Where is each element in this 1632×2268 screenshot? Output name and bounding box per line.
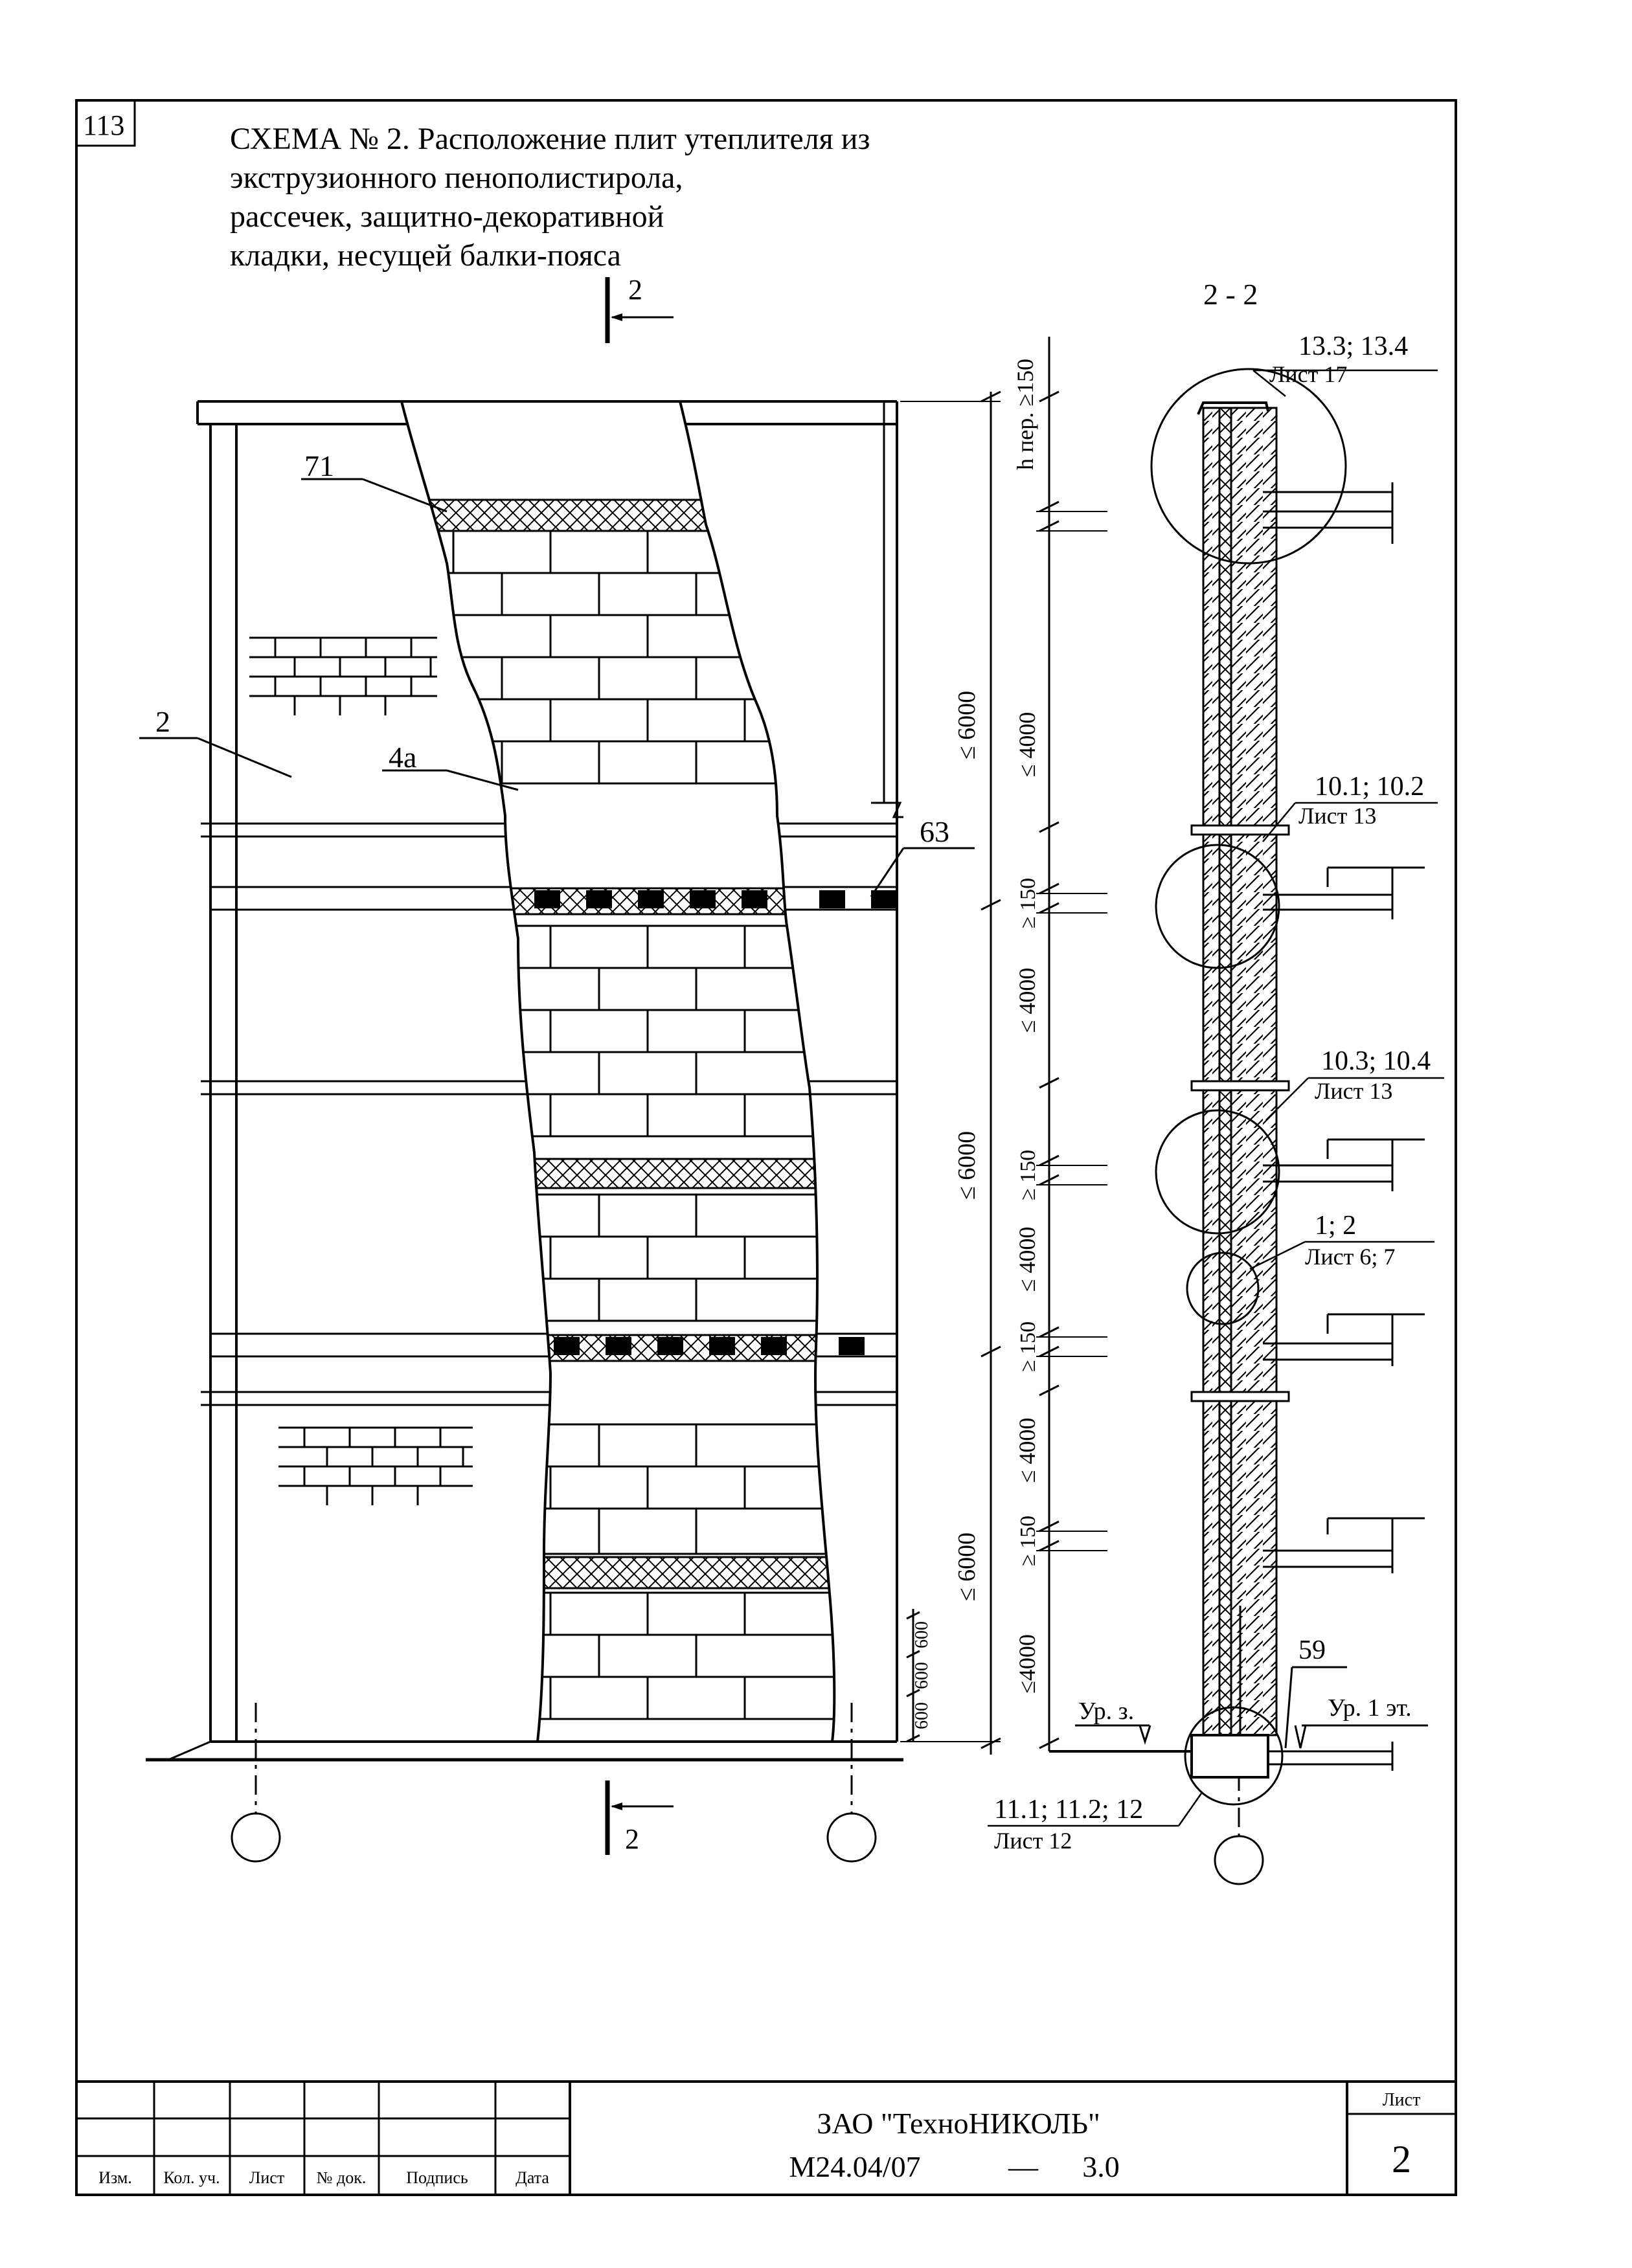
label-masonry: 4а (389, 741, 416, 774)
title-line-1: СХЕМА № 2. Расположение плит утеплителя … (230, 122, 870, 156)
dim-le4000-1: ≤ 4000 (1014, 712, 1040, 778)
stamp-col-date: Дата (516, 2168, 549, 2187)
brick-pattern-lower (278, 1426, 473, 1505)
detail-circles (1150, 368, 1347, 1806)
stamp-code: М24.04/07 (789, 2150, 920, 2183)
title-block (76, 2080, 1456, 2195)
node-ref-code-5: 11.1; 11.2; 12 (994, 1795, 1143, 1825)
brick-pattern-upper (249, 636, 437, 715)
node-ref-code-4: 1; 2 (1315, 1211, 1356, 1241)
stamp-col-doc: № док. (317, 2168, 367, 2187)
masonry-reveal (400, 400, 897, 1743)
section-mark-label: 2 (625, 1823, 639, 1855)
node-ref-leaders (988, 369, 1444, 1827)
dim-h-top: h пер. ≥150 (1012, 359, 1038, 470)
floor-slabs (1263, 482, 1425, 1771)
dim-block-600-1: 600 (912, 1621, 932, 1648)
section-mark-bottom: 2 (605, 1780, 674, 1855)
node-ref-code-2: 10.1; 10.2 (1315, 772, 1424, 802)
node-ref-sheet-2: Лист 13 (1298, 803, 1376, 829)
node-ref-sheet-3: Лист 13 (1315, 1078, 1392, 1104)
drawing-title: СХЕМА № 2. Расположение плит утеплителя … (230, 122, 870, 273)
stamp-company: ЗАО "ТехноНИКОЛЬ" (817, 2107, 1100, 2140)
dim-block-600-3: 600 (912, 1702, 932, 1729)
node-ref-sheet-5: Лист 12 (994, 1828, 1072, 1854)
node-ref-code-1: 13.3; 13.4 (1298, 331, 1408, 361)
stamp-col-change: Изм. (98, 2168, 132, 2187)
title-line-3: рассечек, защитно-декоративной (230, 199, 664, 234)
dim-le6000-top: ≤ 6000 (953, 691, 980, 759)
section-dimension-chain (1036, 337, 1107, 1751)
dim-le4000-5: ≤4000 (1014, 1634, 1040, 1694)
stamp-col-count: Кол. уч. (163, 2168, 220, 2187)
dim-le6000-bottom: ≤ 6000 (953, 1533, 980, 1601)
label-wall: 2 (155, 705, 170, 738)
title-line-4: кладки, несущей балки-пояса (230, 238, 621, 273)
label-bracket: 59 (1298, 1635, 1326, 1665)
level-marks (1049, 1666, 1428, 1753)
node-ref-code-3: 10.3; 10.4 (1321, 1046, 1431, 1076)
dim-ge150-3: ≥ 150 (1016, 1321, 1040, 1372)
title-line-2: экструзионного пенополистирола, (230, 161, 683, 195)
dimension-chain-elevation (900, 390, 1001, 1755)
dim-le4000-2: ≤ 4000 (1014, 968, 1040, 1033)
dim-ge150-2: ≥ 150 (1016, 1150, 1040, 1200)
stamp-col-signature: Подпись (406, 2168, 468, 2187)
stamp-revision: 3.0 (1082, 2150, 1120, 2183)
section-mark-label: 2 (628, 274, 642, 306)
stamp-col-sheet: Лист (249, 2168, 284, 2187)
dim-block-600-2: 600 (912, 1662, 932, 1689)
dim-ge150-1: ≥ 150 (1016, 878, 1040, 928)
sheet-frame (75, 99, 1457, 2196)
sheet-number: 113 (83, 109, 124, 141)
dim-le4000-4: ≤ 4000 (1014, 1418, 1040, 1483)
stamp-dash: — (1008, 2150, 1039, 2183)
level-ground: Ур. з. (1078, 1698, 1134, 1725)
node-ref-sheet-4: Лист 6; 7 (1305, 1244, 1395, 1270)
section-title: 2 - 2 (1203, 278, 1258, 311)
stamp-sheet-value: 2 (1392, 2138, 1411, 2181)
level-first-floor: Ур. 1 эт. (1328, 1694, 1412, 1722)
label-insulation: 71 (304, 449, 334, 482)
axis-markers (231, 1703, 1264, 1885)
elevation-callouts (139, 478, 975, 897)
dim-le6000-mid: ≤ 6000 (953, 1131, 980, 1200)
dim-ge150-4: ≥ 150 (1016, 1516, 1040, 1566)
wall-section (1190, 401, 1290, 1779)
stamp-sheet-label: Лист (1383, 2090, 1421, 2110)
dim-le4000-3: ≤ 4000 (1014, 1227, 1040, 1292)
node-ref-sheet-1: Лист 17 (1269, 361, 1347, 387)
label-beam: 63 (920, 815, 949, 848)
section-mark-top: 2 (605, 274, 674, 343)
